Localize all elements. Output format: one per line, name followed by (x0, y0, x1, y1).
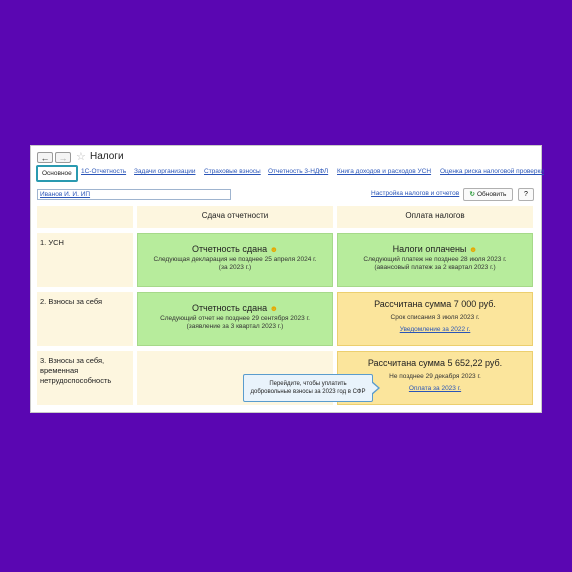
row-label-disability: 3. Взносы за себя, временная нетрудоспос… (37, 351, 133, 405)
status-line: (за 2023 г.) (218, 264, 252, 271)
contrib-reporting-status[interactable]: Отчетность сдана ☻ Следующий отчет не по… (137, 292, 333, 346)
tooltip: Перейдите, чтобы уплатить добровольные в… (243, 374, 373, 402)
tab-audit-risk[interactable]: Оценка риска налоговой проверки (440, 168, 545, 175)
reporting-header: Сдача отчетности (137, 206, 333, 228)
notification-link[interactable]: Уведомление за 2022 г. (399, 326, 471, 333)
refresh-label: Обновить (477, 191, 507, 198)
status-title: Отчетность сдана (191, 303, 268, 313)
payment-header: Оплата налогов (337, 206, 533, 228)
smile-icon: ☻ (269, 304, 279, 313)
smile-icon: ☻ (269, 245, 279, 254)
status-line: Следующая декларация не позднее 25 апрел… (153, 256, 317, 263)
usn-reporting-status[interactable]: Отчетность сдана ☻ Следующая декларация … (137, 233, 333, 287)
arrow-right-icon: → (58, 153, 68, 163)
corner-cell (37, 206, 133, 228)
tooltip-line: добровольные взносы за 2023 год в СФР (250, 389, 366, 395)
smile-icon: ☻ (468, 245, 478, 254)
toolbar: Иванов И. И. ИП Настройка налогов и отче… (31, 188, 541, 202)
tooltip-line: Перейдите, чтобы уплатить (269, 381, 347, 387)
status-title: Налоги оплачены (392, 244, 467, 254)
tab-main[interactable]: Основное (36, 165, 78, 182)
organization-field[interactable]: Иванов И. И. ИП (37, 189, 231, 200)
taxes-window: ← → ☆ Налоги Основное 1С-Отчетность Зада… (31, 146, 545, 412)
settings-link[interactable]: Настройка налогов и отчетов (371, 190, 460, 197)
payment-link[interactable]: Оплата за 2023 г. (408, 385, 462, 392)
row-label-contributions: 2. Взносы за себя (37, 292, 133, 346)
status-line: Следующий отчет не позднее 29 сентября 2… (160, 315, 310, 322)
tooltip-arrow-fill (371, 382, 378, 394)
title-bar: ← → ☆ Налоги (31, 146, 541, 170)
tab-insurance[interactable]: Страховые взносы (204, 168, 261, 175)
status-line: Не позднее 29 декабря 2023 г. (389, 373, 481, 380)
status-title: Отчетность сдана (191, 244, 268, 254)
refresh-button[interactable]: ↻Обновить (463, 188, 513, 201)
tab-bar: Основное 1С-Отчетность Задачи организаци… (34, 165, 545, 183)
refresh-icon: ↻ (469, 191, 475, 198)
star-icon[interactable]: ☆ (76, 151, 86, 163)
help-button[interactable]: ? (518, 188, 534, 201)
page-title: Налоги (90, 151, 124, 162)
contrib-payment-status[interactable]: Рассчитана сумма 7 000 руб. Срок списани… (337, 292, 533, 346)
status-line: Срок списания 3 июля 2023 г. (390, 314, 480, 321)
tab-org-tasks[interactable]: Задачи организации (134, 168, 196, 175)
arrow-left-icon: ← (40, 153, 50, 163)
status-line: (авансовый платеж за 2 квартал 2023 г.) (374, 264, 496, 271)
status-title: Рассчитана сумма 5 652,22 руб. (367, 358, 503, 368)
forward-button[interactable]: → (55, 152, 71, 163)
tab-income-book[interactable]: Книга доходов и расходов УСН (337, 168, 432, 175)
row-label-usn: 1. УСН (37, 233, 133, 287)
status-line: (заявление за 3 квартал 2023 г.) (186, 323, 284, 330)
back-button[interactable]: ← (37, 152, 53, 163)
tab-3ndfl[interactable]: Отчетность 3-НДФЛ (268, 168, 329, 175)
status-line: Следующий платеж не позднее 28 июля 2023… (363, 256, 507, 263)
usn-payment-status[interactable]: Налоги оплачены ☻ Следующий платеж не по… (337, 233, 533, 287)
status-title: Рассчитана сумма 7 000 руб. (374, 299, 496, 309)
tab-1c-reporting[interactable]: 1С-Отчетность (81, 168, 127, 175)
